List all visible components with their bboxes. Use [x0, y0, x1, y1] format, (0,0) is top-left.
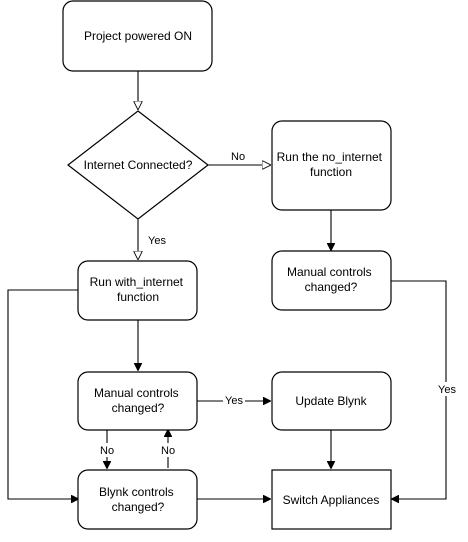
- edge-with-internet-to-blynk: [7, 289, 78, 499]
- label-project-powered-on: Project powered ON: [84, 29, 192, 43]
- edge-label-manual-left-no: No: [100, 445, 114, 457]
- node-manual-controls-left: [77, 371, 198, 431]
- node-with-internet-function: [77, 260, 198, 321]
- label-line: Update Blynk: [295, 394, 367, 408]
- edge-label-bg: [436, 382, 458, 396]
- label-switch-appliances: Switch Appliances: [283, 493, 380, 507]
- label-line: Switch Appliances: [283, 493, 380, 507]
- label-line: Run the no_internet: [277, 150, 383, 164]
- node-switch-appliances: [271, 469, 392, 530]
- label-line: Run with_internet: [90, 275, 184, 289]
- edge-label-manual-right-yes: Yes: [438, 384, 456, 396]
- label-manual-controls-left: Manual controls changed?: [94, 386, 182, 415]
- node-no-internet-function: [271, 120, 392, 211]
- label-line: Manual controls: [94, 386, 179, 400]
- label-no-internet-function: Run the no_internet function: [277, 150, 386, 179]
- label-line: Blynk controls: [99, 485, 174, 499]
- label-internet-connected: Internet Connected?: [84, 158, 193, 172]
- edge-label-internet-no: No: [231, 151, 245, 163]
- label-blynk-controls-changed: Blynk controls changed?: [99, 485, 177, 514]
- node-internet-connected-decision: [67, 110, 209, 220]
- label-line: function: [310, 165, 352, 179]
- label-line: changed?: [305, 280, 358, 294]
- label-line: changed?: [112, 500, 165, 514]
- edge-label-bg: [159, 443, 177, 457]
- label-line: changed?: [112, 401, 165, 415]
- label-update-blynk: Update Blynk: [295, 394, 367, 408]
- edge-label-blynk-no: No: [161, 445, 175, 457]
- label-line: Internet Connected?: [84, 158, 193, 172]
- label-line: function: [117, 290, 159, 304]
- node-manual-controls-right: [271, 250, 392, 311]
- edge-label-manual-left-yes: Yes: [225, 395, 243, 407]
- label-manual-controls-right: Manual controls changed?: [287, 265, 375, 294]
- label-line: Project powered ON: [84, 29, 192, 43]
- label-line: Manual controls: [287, 265, 372, 279]
- node-update-blynk: [271, 371, 392, 431]
- node-project-powered-on: [62, 0, 213, 72]
- edge-label-bg: [98, 443, 116, 457]
- edge-label-internet-yes: Yes: [148, 235, 166, 247]
- node-blynk-controls-changed: [77, 469, 198, 530]
- edge-label-bg: [223, 393, 245, 407]
- label-with-internet-function: Run with_internet function: [90, 275, 187, 304]
